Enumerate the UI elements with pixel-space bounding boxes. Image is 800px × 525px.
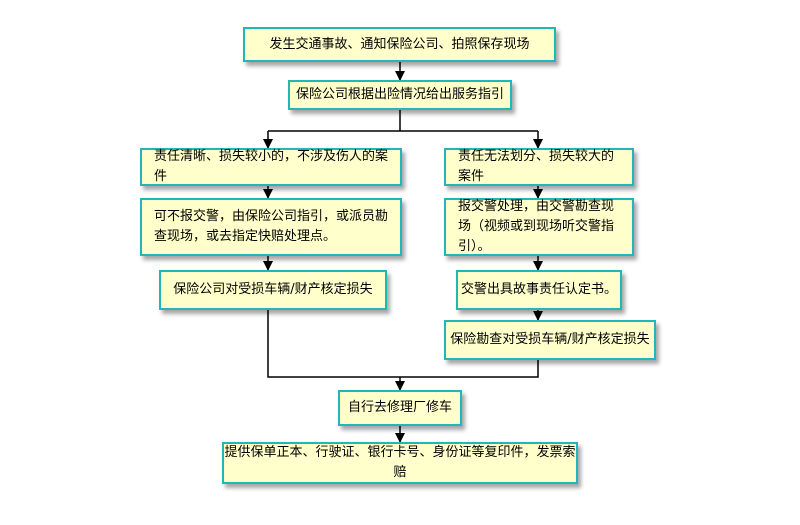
left-action-no-police: 可不报交警，由保险公司指引，或派员勘查现场，或去指定快赔处理点。: [140, 198, 402, 256]
right-police-report: 交警出具故事责任认定书。: [456, 270, 622, 310]
step-accident-notify: 发生交通事故、通知保险公司、拍照保存现场: [243, 27, 556, 62]
step-repair-shop: 自行去修理厂修车: [338, 390, 462, 426]
left-loss-assessment: 保险公司对受损车辆/财产核定损失: [159, 270, 387, 310]
line-right-merge: [400, 360, 539, 378]
line-left-merge: [267, 310, 400, 378]
right-action-police: 报交警处理，由交警勘查现场（视频或到现场听交警指引）。: [444, 198, 634, 256]
right-case-major: 责任无法划分、损失较大的案件: [444, 148, 634, 186]
step-submit-claim: 提供保单正本、行驶证、银行卡号、身份证等复印件，发票索赔: [222, 442, 578, 484]
left-case-minor: 责任清晰、损失较小的，不涉及伤人的案件: [140, 148, 402, 186]
right-loss-assessment: 保险勘查对受损车辆/财产核定损失: [444, 320, 656, 360]
step-service-guidance: 保险公司根据出险情况给出服务指引: [288, 80, 512, 110]
